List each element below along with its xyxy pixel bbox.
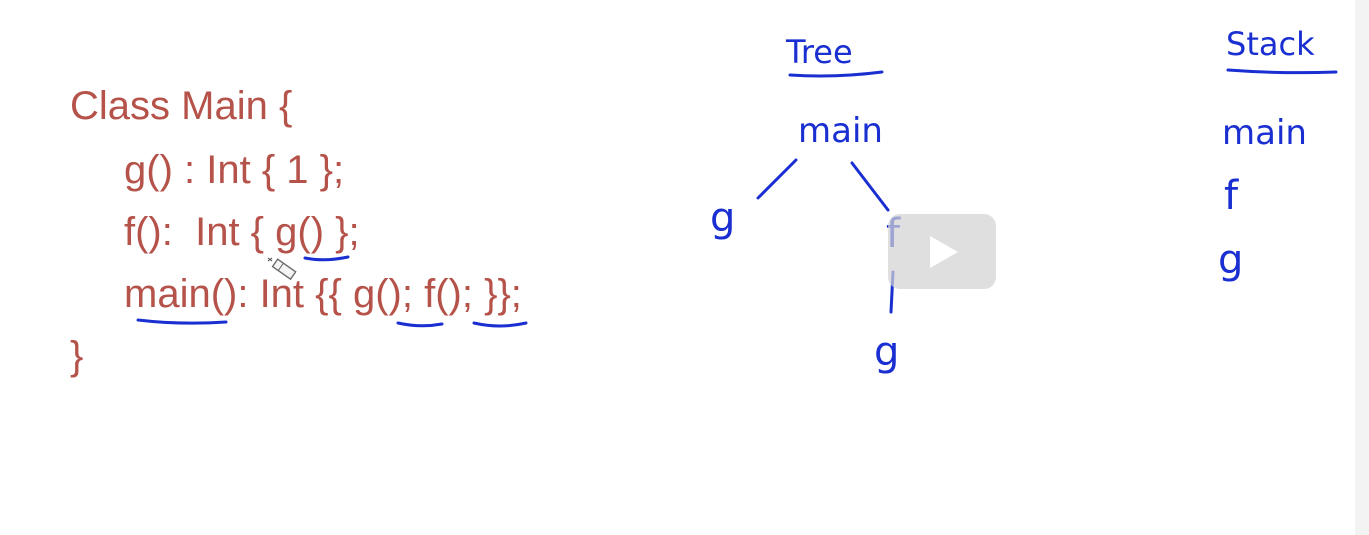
underline-tree-heading — [788, 70, 884, 78]
tree-node-root: main — [798, 111, 883, 151]
code-line-f: f(): Int { g() }; — [124, 210, 360, 254]
stack-item-f: f — [1224, 173, 1239, 219]
stack-item-main: main — [1222, 113, 1307, 153]
tree-edge-main-f — [850, 161, 890, 212]
underline-g-call-in-f — [303, 255, 350, 262]
underline-f-call-in-main — [472, 321, 528, 328]
code-line-main: main(): Int {{ g(); f(); }}; — [124, 272, 522, 316]
stack-heading: Stack — [1226, 25, 1315, 63]
eraser-cursor-icon — [267, 257, 297, 281]
code-line-close: } — [70, 334, 84, 378]
underline-stack-heading — [1226, 68, 1338, 75]
tree-heading: Tree — [786, 33, 853, 71]
right-edge-strip — [1355, 0, 1369, 535]
code-line-class: Class Main { — [70, 84, 293, 128]
underline-main — [136, 318, 228, 325]
tree-node-grandchild: g — [874, 329, 900, 375]
play-button[interactable] — [888, 214, 996, 289]
tree-edge-main-g — [756, 158, 798, 200]
tree-node-left-child: g — [710, 195, 736, 241]
stack-item-g: g — [1218, 237, 1244, 283]
play-icon — [930, 235, 958, 268]
underline-g-call-in-main — [396, 321, 444, 328]
code-line-g: g() : Int { 1 }; — [124, 148, 345, 192]
